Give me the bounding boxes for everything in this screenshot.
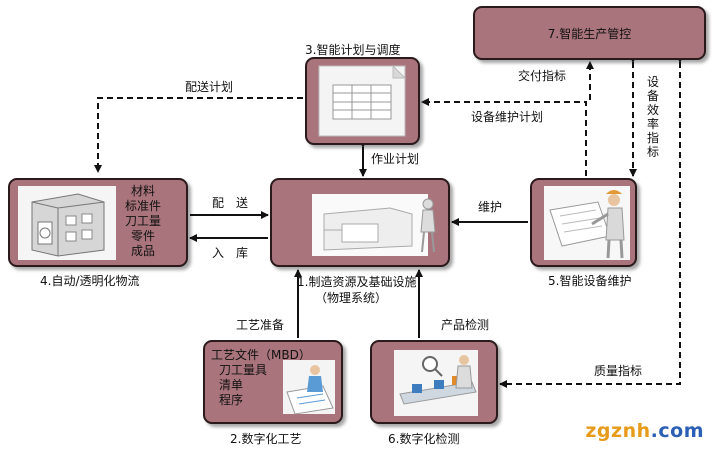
label-deliver: 配 送 [212, 196, 249, 210]
node-1-title: 1.制造资源及基础设施 [297, 275, 417, 289]
node-5-title: 5.智能设备维护 [548, 274, 632, 288]
label-quality-metrics: 质量指标 [594, 364, 643, 378]
label-store: 入 库 [212, 246, 249, 260]
watermark-part-1: zgznh [585, 420, 651, 442]
efficiency-char-6: 标 [646, 145, 659, 159]
label-equipment-efficiency-metrics: 设 备 效 率 指 标 [646, 75, 660, 159]
node-7-box[interactable]: 7.智能生产管控 [473, 6, 706, 60]
efficiency-char-5: 指 [646, 131, 659, 145]
node-4-line-1: 材料 [131, 184, 156, 198]
node-4-box[interactable]: 材料 标准件 刀工量 零件 成品 [8, 178, 188, 267]
watermark-part-2: .com [650, 420, 704, 442]
node-2-line-2: 刀工量具 [219, 363, 268, 377]
spreadsheet-icon [318, 64, 407, 137]
node-4-line-3: 刀工量 [125, 214, 162, 228]
label-delivery-plan: 配送计划 [185, 80, 234, 94]
node-4-title: 4.自动/透明化物流 [40, 274, 140, 288]
edge-delivery-plan [94, 97, 303, 173]
label-maintenance: 维护 [478, 200, 503, 214]
node-1-subtitle: （物理系统） [315, 291, 388, 305]
node-2-line-3: 清单 [219, 378, 244, 392]
node-2-line-4: 程序 [219, 393, 244, 407]
node-2-line-1: 工艺文件（MBD） [211, 348, 311, 362]
worker-drafting-icon [544, 186, 630, 260]
edge-quality-metrics [499, 55, 684, 388]
efficiency-char-4: 率 [646, 117, 659, 131]
node-6-title: 6.数字化检测 [388, 432, 460, 446]
warehouse-icon [18, 186, 116, 260]
node-5-box[interactable] [530, 178, 637, 267]
node-7-title: 7.智能生产管控 [547, 27, 632, 41]
node-3-title: 3.智能计划与调度 [305, 43, 401, 57]
node-2-title: 2.数字化工艺 [230, 432, 302, 446]
inspection-conveyor-icon [394, 350, 478, 416]
node-6-box[interactable] [370, 340, 498, 424]
node-4-line-5: 成品 [131, 244, 156, 258]
engineer-workstation-icon [283, 360, 335, 415]
efficiency-char-1: 设 [646, 75, 659, 89]
label-work-plan: 作业计划 [371, 152, 420, 166]
node-3-box[interactable] [305, 57, 420, 145]
label-equipment-maintenance-plan: 设备维护计划 [471, 110, 544, 124]
efficiency-char-3: 效 [646, 103, 659, 117]
node-4-line-4: 零件 [131, 229, 156, 243]
watermark: zgznh.com [585, 420, 704, 442]
node-2-box[interactable]: 工艺文件（MBD） 刀工量具 清单 程序 [203, 340, 343, 424]
node-1-box[interactable] [270, 178, 450, 267]
label-delivery-metrics: 交付指标 [518, 69, 567, 83]
label-process-prep: 工艺准备 [236, 318, 285, 332]
node-4-line-2: 标准件 [125, 199, 162, 213]
machine-tool-icon [312, 194, 436, 256]
label-product-inspection: 产品检测 [441, 318, 490, 332]
efficiency-char-2: 备 [646, 89, 659, 103]
